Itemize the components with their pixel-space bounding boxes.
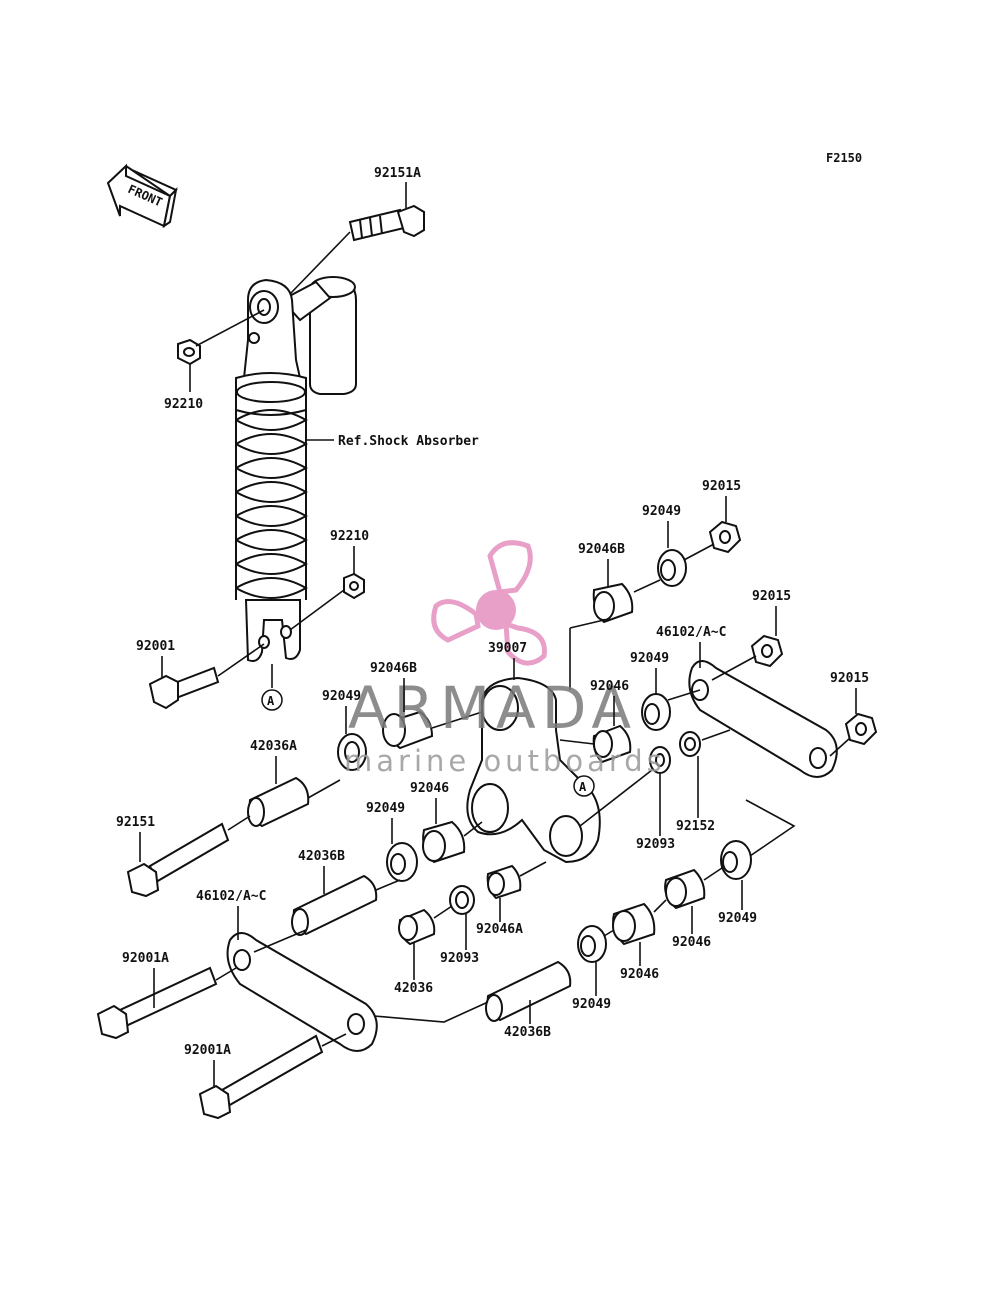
bearing-92046-d [664,868,706,910]
label-92046B-b: 92046B [578,542,625,557]
sleeve-42036B-a [291,874,378,936]
seal-92049-e [577,925,607,963]
label-42036: 42036 [394,981,433,996]
watermark-brand: ARMADA [348,674,637,742]
label-92015-c: 92015 [830,671,869,686]
tie-rod-46102-a [688,660,838,778]
label-92049-d: 92049 [366,801,405,816]
seal-92049-f [720,840,752,880]
bearing-92046B-a [382,710,434,750]
label-92151A: 92151A [374,166,421,181]
label-92001A-a: 92001A [122,951,169,966]
spring-coils [235,409,309,600]
rocker-arm-39007 [466,676,601,864]
bearing-92046-c [612,902,656,946]
assembly-lines [195,231,851,1047]
part-labels: 92151A 92210 92210 92001 92049 92046B 39… [116,166,869,1088]
label-92152: 92152 [676,819,715,834]
label-39007: 39007 [488,641,527,656]
callout-a-right: A [573,775,595,797]
label-92093-b: 92093 [440,951,479,966]
callout-a-right-label: A [579,780,587,794]
label-92001: 92001 [136,639,175,654]
label-42036B-b: 42036B [504,1025,551,1040]
callout-a-left: A [261,689,283,711]
tie-rod-46102-b [226,932,378,1052]
sleeve-42036B-b [485,960,572,1022]
bearing-92046A [486,864,522,900]
collar-92152 [679,731,701,757]
label-92151: 92151 [116,815,155,830]
nut-92210-top [177,338,201,366]
seal-92049-b [657,549,687,587]
collar-42036 [398,908,436,946]
label-92046B-a: 92046B [370,661,417,676]
bearing-92046-b [422,820,466,864]
ref-shock-absorber-label: Ref.Shock Absorber [338,434,479,449]
armada-watermark: ARMADA marine outboards [344,540,666,778]
label-92049-f: 92049 [718,911,757,926]
label-92210-bottom: 92210 [330,529,369,544]
label-92049-a: 92049 [322,689,361,704]
bolt-92151A [348,204,425,242]
watermark-tagline: marine outboards [344,744,666,778]
bearing-92046B-b [592,582,634,624]
nut-92015-a [708,520,742,554]
label-92015-b: 92015 [752,589,791,604]
bolt-92151 [126,822,230,898]
washer-92093-b [449,885,475,915]
label-92046A: 92046A [476,922,523,937]
nut-92015-b [750,634,784,668]
washer-92093-a [649,746,671,774]
seal-92049-d [386,842,418,882]
label-92046-b: 92046 [410,781,449,796]
propeller-logo-icon [431,540,547,666]
label-92001A-b: 92001A [184,1043,231,1058]
label-46102-a: 46102/A~C [656,625,726,640]
label-92046-c: 92046 [620,967,659,982]
label-92049-e: 92049 [572,997,611,1012]
bolt-92001A-b [198,1034,324,1120]
sleeve-42036A [247,776,310,828]
label-92049-b: 92049 [642,504,681,519]
label-92093-a: 92093 [636,837,675,852]
front-arrow-icon: FRONT [106,163,178,229]
seal-92049-c [641,693,671,731]
label-92049-c: 92049 [630,651,669,666]
bolt-92001 [148,666,220,710]
label-92015-a: 92015 [702,479,741,494]
label-42036A: 42036A [250,739,297,754]
nut-92015-c [844,712,878,746]
bolt-92001A-a [96,966,218,1040]
shock-absorber [235,276,357,662]
label-42036B-a: 42036B [298,849,345,864]
label-92046-a: 92046 [590,679,629,694]
label-92046-d: 92046 [672,935,711,950]
seal-92049-a [337,733,367,771]
figure-code: F2150 [826,151,862,165]
nut-92210-bottom [343,572,365,600]
label-46102-b: 46102/A~C [196,889,266,904]
label-92210-top: 92210 [164,397,203,412]
callout-a-left-label: A [267,694,275,708]
